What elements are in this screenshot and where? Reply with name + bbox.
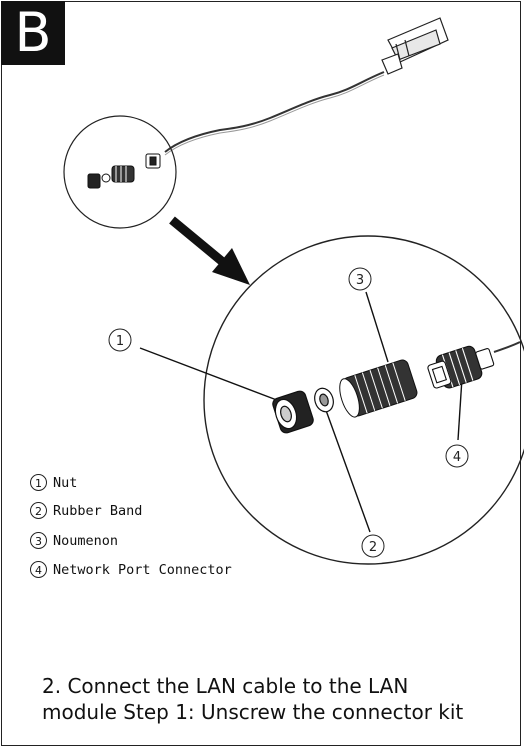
detail-circle-large: [203, 235, 524, 565]
legend-item-network-port-connector: 4 Network Port Connector: [30, 561, 232, 578]
lan-cable: [164, 71, 385, 153]
legend-item-noumenon: 3 Noumenon: [30, 532, 118, 549]
rubber-band-icon: [314, 387, 334, 413]
network-port-connector-icon: [427, 341, 521, 389]
caption-line-1: 2. Connect the LAN cable to the LAN: [42, 674, 409, 698]
legend-item-nut: 1 Nut: [30, 474, 77, 491]
small-parts-icon: [87, 153, 161, 189]
legend-number: 1: [30, 474, 47, 491]
detail-circle-small: [63, 115, 177, 229]
callout-1: 1: [108, 328, 132, 352]
nut-icon: [272, 390, 314, 434]
legend-number: 3: [30, 532, 47, 549]
legend-label: Nut: [53, 474, 78, 491]
leader-line-3: [365, 291, 389, 363]
legend-label: Noumenon: [53, 532, 119, 549]
callout-3: 3: [348, 267, 372, 291]
callout-2: 2: [361, 534, 385, 558]
legend-item-rubber-band: 2 Rubber Band: [30, 502, 142, 519]
leader-line-2: [322, 401, 371, 533]
noumenon-icon: [339, 359, 418, 418]
instruction-caption: 2. Connect the LAN cable to the LAN modu…: [42, 673, 512, 725]
legend-number: 2: [30, 502, 47, 519]
svg-text:4: 4: [453, 450, 461, 465]
legend-label: Rubber Band: [53, 502, 143, 519]
caption-line-2: module Step 1: Unscrew the connector kit: [42, 700, 464, 724]
svg-text:2: 2: [369, 540, 377, 555]
zoom-arrow-icon: [169, 216, 250, 285]
step-badge: B: [1, 1, 65, 65]
svg-text:1: 1: [116, 334, 124, 349]
svg-text:3: 3: [356, 273, 364, 288]
legend-label: Network Port Connector: [53, 561, 232, 578]
leader-line-1: [139, 347, 283, 403]
legend-number: 4: [30, 561, 47, 578]
callout-4: 4: [445, 444, 469, 468]
module-plug-icon: [381, 17, 449, 75]
leader-line-4: [457, 377, 463, 441]
